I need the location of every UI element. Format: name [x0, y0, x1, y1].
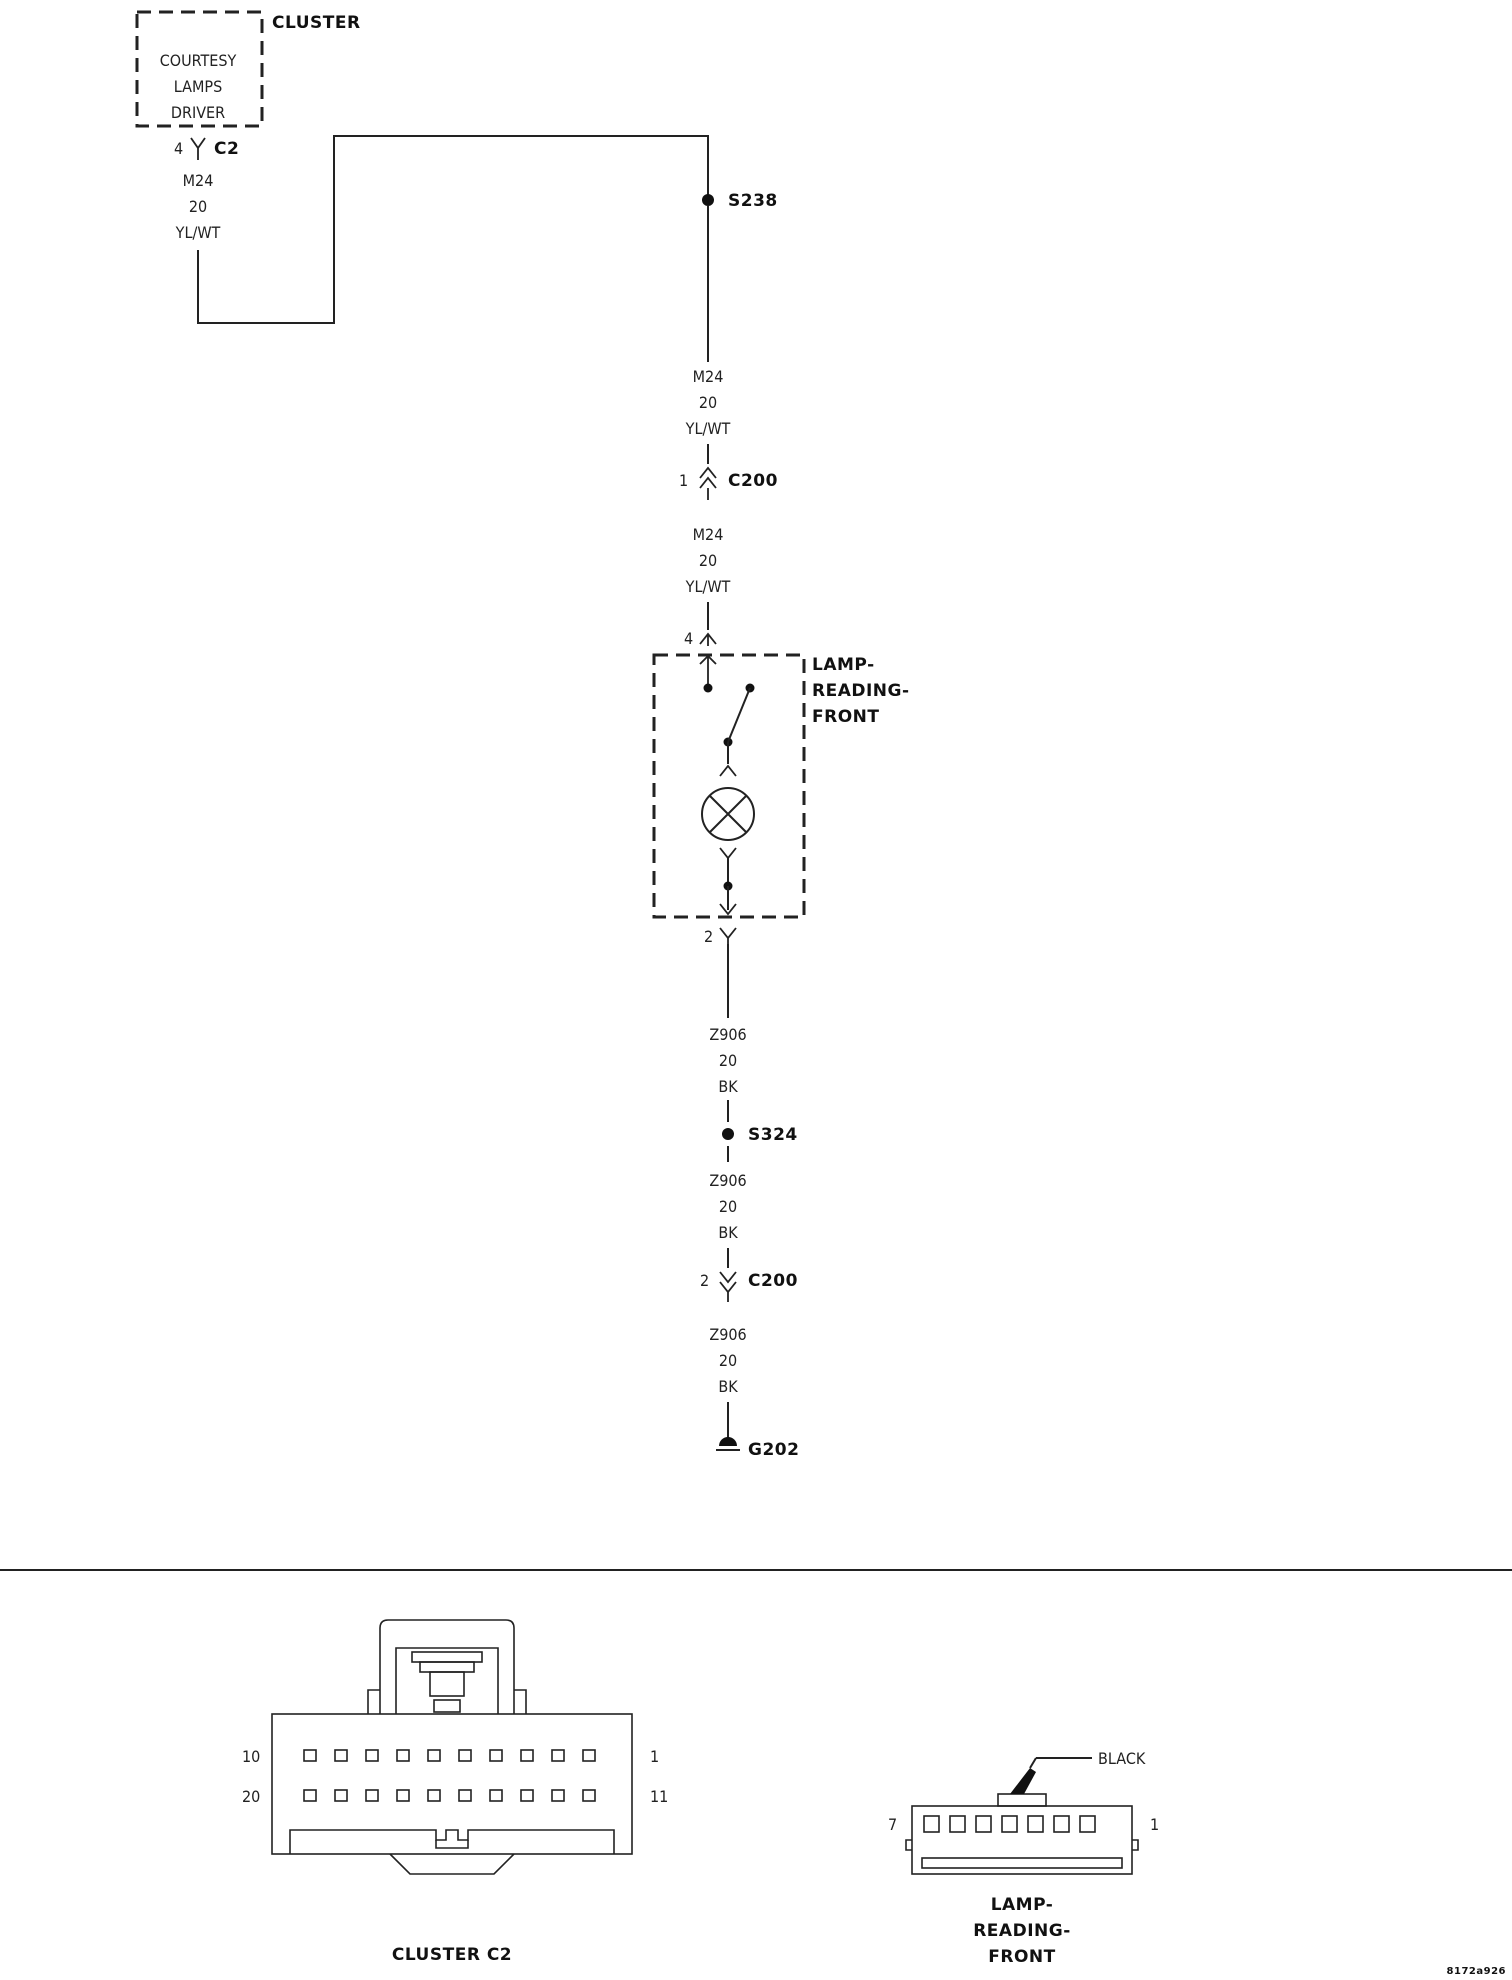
c200-bottom-pin: 2 — [700, 1271, 709, 1290]
lamp-connector-caption-line-1: LAMP- — [991, 1895, 1054, 1915]
wire-label-color: BK — [718, 1377, 738, 1396]
wire-m24-cluster-to-s238 — [197, 135, 709, 324]
lamp-color-pointer-icon — [1010, 1768, 1036, 1794]
cluster-c2-cavities-bottom — [303, 1789, 596, 1802]
c200-bottom-label: C200 — [748, 1271, 798, 1291]
wire-label-gauge: 20 — [189, 197, 207, 216]
cluster-c2-pin-label-1: 1 — [650, 1747, 659, 1766]
lamp-bulb-icon — [701, 787, 755, 841]
figure-id: 8172a926 — [1447, 1966, 1506, 1977]
wire-label-gauge: 20 — [719, 1351, 737, 1370]
ground-label: G202 — [748, 1440, 799, 1460]
lamp-connector-caption-line-3: FRONT — [988, 1947, 1055, 1967]
lamp-return — [719, 847, 737, 916]
cluster-title: CLUSTER — [272, 13, 361, 33]
cluster-c2-label: C2 — [214, 139, 239, 159]
lamp-title-line-1: LAMP- — [812, 655, 875, 675]
lamp-connector-caption-line-2: READING- — [973, 1921, 1071, 1941]
wire-label-color: YL/WT — [175, 223, 221, 242]
wire-label-gauge: 20 — [719, 1197, 737, 1216]
cluster-c2-pin-label-20: 20 — [242, 1787, 260, 1806]
splice-label-s324: S324 — [748, 1125, 798, 1145]
c200-top-pin: 1 — [679, 471, 688, 490]
lamp-connector-pin-label-1: 1 — [1150, 1815, 1159, 1834]
lamp-pin-out: 2 — [704, 927, 713, 946]
wire-label-gauge: 20 — [699, 393, 717, 412]
wire-label-color: BK — [718, 1077, 738, 1096]
wire-label-gauge: 20 — [699, 551, 717, 570]
wire-label-color: YL/WT — [685, 419, 731, 438]
splice-dot-s324 — [722, 1128, 734, 1140]
wire-label-circuit: Z906 — [709, 1025, 746, 1044]
ground-icon — [716, 1437, 740, 1451]
c200-bottom-connector-symbol — [719, 1271, 737, 1302]
cluster-c2-connector-view — [271, 1619, 633, 1875]
wire-label-circuit: M24 — [183, 171, 214, 190]
lamp-title-line-2: READING- — [812, 681, 910, 701]
lamp-pin4-connector-symbol — [699, 632, 717, 646]
wire-label-color: YL/WT — [685, 577, 731, 596]
wire-label-circuit: M24 — [693, 525, 724, 544]
wire-label-color: BK — [718, 1223, 738, 1242]
wire-label-gauge: 20 — [719, 1051, 737, 1070]
lamp-connector-view — [905, 1757, 1139, 1875]
lamp-connector-pin-label-7: 7 — [888, 1815, 897, 1834]
splice-label-s238: S238 — [728, 191, 778, 211]
wire-label-circuit: Z906 — [709, 1171, 746, 1190]
cluster-c2-pin-label-10: 10 — [242, 1747, 260, 1766]
lamp-title-line-3: FRONT — [812, 707, 879, 727]
cluster-c2-pin: 4 — [174, 139, 183, 158]
lamp-pin2-connector-symbol — [719, 927, 737, 944]
splice-dot-s238 — [702, 194, 714, 206]
lamp-outline — [652, 653, 806, 919]
wire-label-circuit: M24 — [693, 367, 724, 386]
cluster-c2-caption: CLUSTER C2 — [392, 1945, 512, 1965]
cluster-outline — [135, 10, 264, 128]
lamp-connector-color-callout: BLACK — [1098, 1749, 1146, 1768]
lamp-switch — [699, 654, 755, 777]
c200-top-connector-symbol — [699, 466, 717, 500]
cluster-driver-line-1: COURTESY — [160, 51, 237, 70]
cluster-c2-cavities-top — [303, 1749, 596, 1762]
lamp-connector-cavities — [923, 1815, 1096, 1833]
cluster-driver-line-3: DRIVER — [171, 103, 225, 122]
lamp-pin-in: 4 — [684, 629, 693, 648]
cluster-driver-line-2: LAMPS — [174, 77, 222, 96]
cluster-c2-connector-symbol — [190, 137, 206, 160]
wire-label-circuit: Z906 — [709, 1325, 746, 1344]
c200-top-label: C200 — [728, 471, 778, 491]
cluster-c2-pin-label-11: 11 — [650, 1787, 668, 1806]
